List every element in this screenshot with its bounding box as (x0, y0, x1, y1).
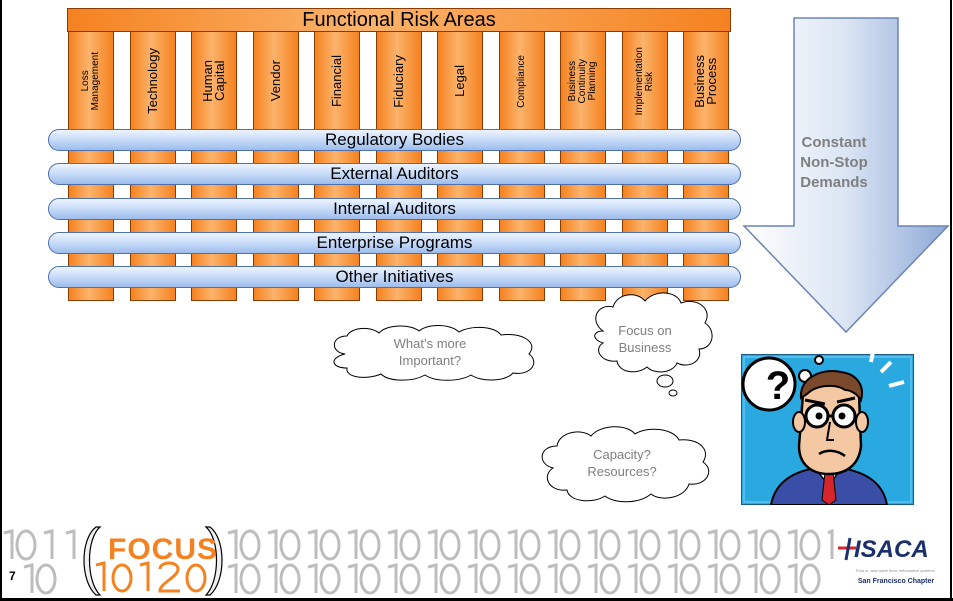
risk-column-label-wrap: Business Process (684, 36, 728, 126)
cloud-business-shape (594, 292, 713, 397)
risk-column-label: Business Continuity Planning (567, 58, 598, 104)
cloud-important-text: What’s more Important? (370, 335, 490, 369)
frame-border-bottom (0, 598, 953, 601)
isaca-tagline: Trust in, and value from, information sy… (855, 568, 935, 573)
isaca-chapter: San Francisco Chapter (857, 578, 935, 585)
isaca-logo-text: ISACA (854, 536, 929, 563)
risk-column-label-wrap: Legal (438, 36, 482, 126)
footer-focus-text: FOCUS (108, 533, 218, 566)
cloud-important-line-2: Important? (398, 353, 462, 368)
risk-column-label-wrap: Financial (315, 36, 359, 126)
thinking-person-illustration (741, 354, 914, 505)
arrow-line-1: Constant (801, 134, 867, 151)
risk-column-label-wrap: Loss Management (69, 36, 113, 126)
cloud-capacity-line-2: Resources? (587, 464, 657, 479)
footer-binary-graphic: FOCUS (3, 526, 834, 596)
cloud-business-line-1: Focus on (618, 323, 672, 338)
isaca-logo (836, 532, 944, 592)
risk-column-label: Legal (452, 65, 467, 97)
cloud-capacity-shape (541, 426, 710, 503)
risk-column-label: Financial (329, 54, 344, 108)
cloud-capacity-line-1: Capacity? (593, 447, 651, 462)
page-number: 7 (9, 569, 16, 583)
risk-column-label: Compliance (516, 54, 527, 108)
cloud-important-shape (333, 325, 535, 381)
risk-column-label-wrap: Implementation Risk (623, 36, 667, 126)
risk-column-label: Business Process (692, 54, 719, 108)
risk-column-label: Technology (145, 48, 160, 114)
risk-column-label-wrap: Vendor (254, 36, 298, 126)
risk-column-label: Human Capital (200, 60, 227, 102)
risk-column-label: Vendor (268, 60, 283, 102)
risk-column-label: Fiduciary (391, 54, 406, 108)
demand-band: Internal Auditors (48, 198, 741, 220)
risk-column-label-wrap: Fiduciary (377, 36, 421, 126)
diagram-title: Functional Risk Areas (67, 8, 731, 32)
cloud-business-text: Focus on Business (600, 322, 690, 356)
risk-column-label: Implementation Risk (634, 46, 655, 116)
risk-column-label-wrap: Human Capital (192, 36, 236, 126)
demand-band: Other Initiatives (48, 266, 741, 288)
risk-column-label-wrap: Compliance (500, 36, 544, 126)
demand-band: External Auditors (48, 163, 741, 185)
demand-band: Enterprise Programs (48, 232, 741, 254)
risk-column-label-wrap: Technology (131, 36, 175, 126)
down-arrow-icon (742, 17, 950, 334)
question-mark: ? (765, 363, 791, 408)
cloud-capacity-text: Capacity? Resources? (567, 446, 677, 480)
cloud-important-line-1: What’s more (393, 336, 467, 351)
arrow-line-3: Demands (800, 174, 868, 191)
demand-band: Regulatory Bodies (48, 129, 741, 151)
frame-border-right (950, 0, 952, 601)
frame-border-left (0, 0, 2, 601)
risk-column-label: Loss Management (80, 51, 101, 111)
arrow-line-2: Non-Stop (800, 154, 868, 171)
cloud-business-line-2: Business (618, 340, 672, 355)
isaca-cross-icon (838, 537, 856, 561)
arrow-caption: Constant Non-Stop Demands (771, 133, 897, 193)
risk-column-label-wrap: Business Continuity Planning (561, 36, 605, 126)
